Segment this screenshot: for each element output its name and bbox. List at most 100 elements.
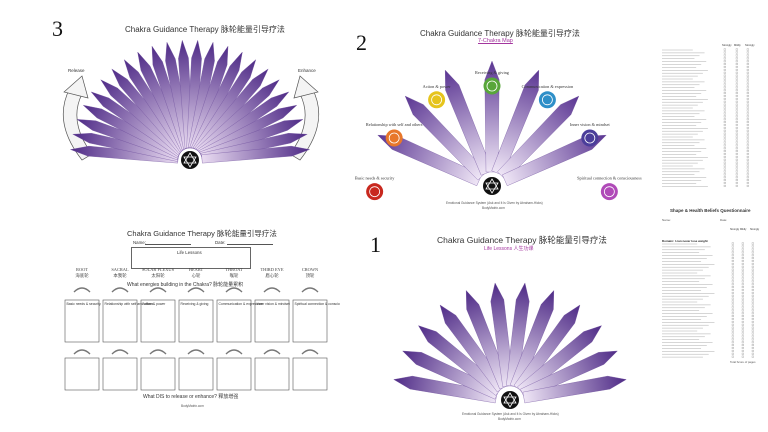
questionnaire-row[interactable]: [662, 242, 754, 245]
questionnaire-row[interactable]: [662, 332, 754, 335]
questionnaire-row[interactable]: [662, 83, 749, 86]
questionnaire-row[interactable]: [662, 135, 749, 138]
questionnaire-row[interactable]: [662, 129, 749, 132]
questionnaire-row[interactable]: [662, 294, 754, 297]
questionnaire-row[interactable]: [662, 315, 754, 318]
questionnaire-row[interactable]: [662, 118, 749, 121]
questionnaire-row[interactable]: [662, 344, 754, 347]
questionnaire-row[interactable]: [662, 303, 754, 306]
questionnaire-row[interactable]: [662, 51, 749, 54]
questionnaire-row[interactable]: [662, 161, 749, 164]
energy-box-1[interactable]: [64, 299, 100, 343]
release-box-5[interactable]: [216, 357, 252, 391]
questionnaire-row[interactable]: [662, 182, 749, 184]
questionnaire-row[interactable]: [662, 312, 754, 315]
questionnaire-row[interactable]: [662, 297, 754, 300]
questionnaire-row[interactable]: [662, 352, 754, 355]
release-box-6[interactable]: [254, 357, 290, 391]
questionnaire-row[interactable]: [662, 271, 754, 274]
release-box-2[interactable]: [102, 357, 138, 391]
questionnaire-row[interactable]: [662, 66, 749, 68]
questionnaire-row[interactable]: [662, 141, 749, 144]
questionnaire-row[interactable]: [662, 57, 749, 60]
energy-box-4[interactable]: [178, 299, 214, 343]
questionnaire-row[interactable]: [662, 106, 749, 109]
questionnaire-row[interactable]: [662, 289, 754, 291]
questionnaire-row[interactable]: [662, 100, 749, 103]
questionnaire-row[interactable]: [662, 268, 754, 271]
questionnaire-row[interactable]: [662, 309, 754, 312]
questionnaire-row[interactable]: [662, 306, 754, 309]
questionnaire-row[interactable]: [662, 48, 749, 51]
questionnaire-row[interactable]: [662, 164, 749, 167]
release-box-1[interactable]: [64, 357, 100, 391]
questionnaire-row[interactable]: [662, 80, 749, 83]
energy-box-6[interactable]: [254, 299, 290, 343]
questionnaire-row[interactable]: [662, 147, 749, 150]
questionnaire-row[interactable]: [662, 89, 749, 92]
questionnaire-row[interactable]: [662, 150, 749, 153]
date-field-line[interactable]: [227, 244, 273, 245]
questionnaire-row[interactable]: [662, 254, 754, 257]
questionnaire-row[interactable]: [662, 338, 754, 341]
questionnaire-row[interactable]: [662, 97, 749, 100]
questionnaire-row[interactable]: [662, 248, 754, 251]
questionnaire-row[interactable]: [662, 158, 749, 161]
life-lesson-box[interactable]: [131, 247, 251, 269]
energy-box-7[interactable]: [292, 299, 328, 343]
questionnaire-row[interactable]: [662, 341, 754, 344]
release-box-7[interactable]: [292, 357, 328, 391]
questionnaire-row[interactable]: [662, 109, 749, 112]
questionnaire-row[interactable]: [662, 245, 754, 248]
release-box-4[interactable]: [178, 357, 214, 391]
questionnaire-row[interactable]: [662, 155, 749, 158]
questionnaire-row[interactable]: [662, 355, 754, 358]
questionnaire-row[interactable]: [662, 323, 754, 326]
questionnaire-row[interactable]: [662, 300, 754, 303]
questionnaire-row[interactable]: [662, 329, 754, 332]
questionnaire-row[interactable]: [662, 63, 749, 66]
questionnaire-row[interactable]: [662, 124, 749, 126]
energy-box-5[interactable]: [216, 299, 252, 343]
release-box-3[interactable]: [140, 357, 176, 391]
questionnaire-row[interactable]: [662, 291, 754, 294]
questionnaire-row[interactable]: [662, 54, 749, 57]
questionnaire-row[interactable]: [662, 176, 749, 179]
questionnaire-row[interactable]: [662, 95, 749, 97]
questionnaire-row[interactable]: [662, 86, 749, 89]
questionnaire-row[interactable]: [662, 121, 749, 124]
questionnaire-row[interactable]: [662, 283, 754, 286]
energy-box-2[interactable]: [102, 299, 138, 343]
questionnaire-row[interactable]: [662, 68, 749, 71]
questionnaire-row[interactable]: [662, 184, 749, 187]
questionnaire-row[interactable]: [662, 126, 749, 129]
questionnaire-row[interactable]: [662, 153, 749, 155]
name-field-line[interactable]: [145, 244, 191, 245]
questionnaire-row[interactable]: [662, 132, 749, 135]
questionnaire-row[interactable]: [662, 115, 749, 118]
questionnaire-row[interactable]: [662, 349, 754, 352]
questionnaire-row[interactable]: [662, 265, 754, 268]
questionnaire-row[interactable]: [662, 277, 754, 280]
questionnaire-row[interactable]: [662, 144, 749, 147]
questionnaire-row[interactable]: [662, 167, 749, 170]
questionnaire-row[interactable]: [662, 77, 749, 80]
questionnaire-row[interactable]: [662, 326, 754, 329]
questionnaire-row[interactable]: [662, 74, 749, 77]
questionnaire-row[interactable]: [662, 320, 754, 323]
questionnaire-row[interactable]: [662, 318, 754, 320]
questionnaire-row[interactable]: [662, 262, 754, 265]
questionnaire-row[interactable]: [662, 280, 754, 283]
questionnaire-row[interactable]: [662, 92, 749, 95]
questionnaire-row[interactable]: [662, 251, 754, 254]
questionnaire-row[interactable]: [662, 257, 754, 260]
questionnaire-row[interactable]: [662, 103, 749, 106]
questionnaire-row[interactable]: [662, 112, 749, 115]
questionnaire-row[interactable]: [662, 138, 749, 141]
questionnaire-row[interactable]: [662, 335, 754, 338]
questionnaire-row[interactable]: [662, 260, 754, 262]
questionnaire-row[interactable]: [662, 274, 754, 277]
questionnaire-row[interactable]: [662, 60, 749, 63]
questionnaire-row[interactable]: [662, 179, 749, 182]
questionnaire-row[interactable]: [662, 173, 749, 176]
